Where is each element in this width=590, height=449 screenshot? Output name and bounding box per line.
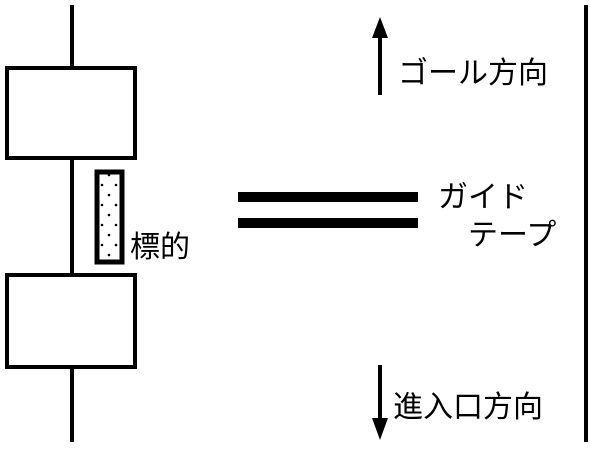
target-marker <box>94 169 125 265</box>
bottom-block <box>5 273 137 369</box>
top-block <box>5 66 137 160</box>
entrance-direction-label: 進入口方向 <box>393 390 543 425</box>
guide-tape-label-line2: テープ <box>468 218 556 253</box>
arrow-down-icon <box>372 365 388 440</box>
guide-tape-line-bottom <box>238 218 418 228</box>
arrow-up-icon <box>372 17 388 95</box>
goal-direction-label: ゴール方向 <box>398 56 548 91</box>
guide-tape-line-top <box>238 192 418 202</box>
target-label: 標的 <box>130 230 190 265</box>
guide-tape-label-line1: ガイド <box>438 180 528 215</box>
